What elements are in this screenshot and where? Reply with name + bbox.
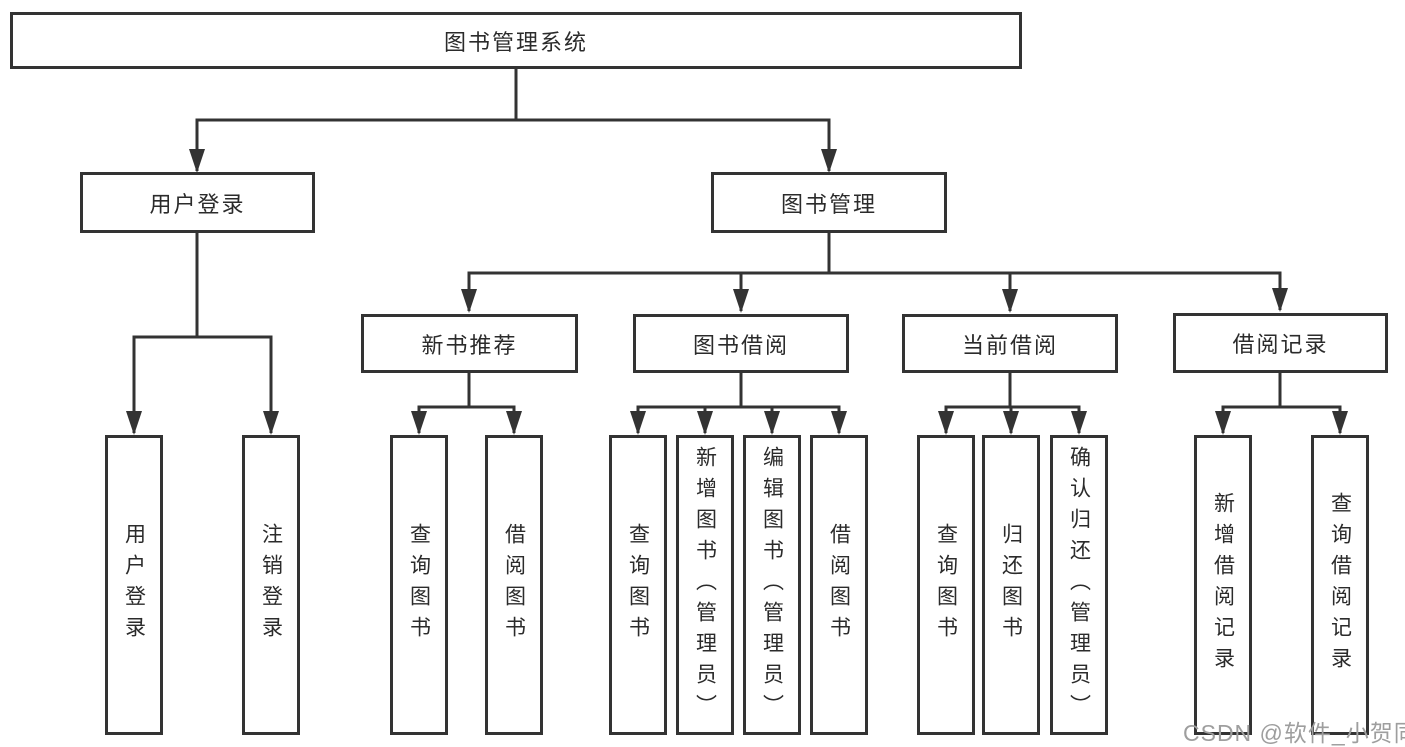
node-label: 当前借阅 — [961, 332, 1058, 358]
node-book-borrowing: 图书借阅 — [633, 314, 849, 373]
node-library-management-system: 图书管理系统 — [10, 12, 1022, 69]
node-label: 借阅图书 — [502, 523, 526, 647]
node-label: 用户登录 — [149, 191, 246, 217]
node-label: 新增借阅记录 — [1211, 492, 1235, 678]
node-user-login-branch: 用户登录 — [80, 172, 315, 233]
node-current-borrowing: 当前借阅 — [902, 314, 1118, 373]
node-label: 新书推荐 — [421, 332, 518, 358]
node-label: 查询图书 — [934, 523, 958, 647]
node-label: 查询借阅记录 — [1328, 492, 1352, 678]
node-label: 归还图书 — [999, 523, 1023, 647]
node-label: 图书管理系统 — [443, 29, 588, 55]
node-label: 新增图书（管理员） — [693, 445, 717, 725]
node-label: 编辑图书（管理员） — [760, 445, 784, 725]
leaf-confirm-return-admin: 确认归还（管理员） — [1050, 435, 1108, 735]
leaf-borrow-books-recommend: 借阅图书 — [485, 435, 543, 735]
node-new-book-recommendation: 新书推荐 — [361, 314, 578, 373]
leaf-add-books-admin: 新增图书（管理员） — [676, 435, 734, 735]
node-label: 查询图书 — [626, 523, 650, 647]
node-label: 图书管理 — [780, 191, 877, 217]
node-label: 确认归还（管理员） — [1067, 445, 1091, 725]
leaf-user-login: 用户登录 — [105, 435, 163, 735]
leaf-query-books-current: 查询图书 — [917, 435, 975, 735]
leaf-logout: 注销登录 — [242, 435, 300, 735]
leaf-add-borrow-record: 新增借阅记录 — [1194, 435, 1252, 735]
node-label: 查询图书 — [407, 523, 431, 647]
leaf-query-books-borrowing: 查询图书 — [609, 435, 667, 735]
node-label: 用户登录 — [122, 523, 146, 647]
leaf-query-books-recommend: 查询图书 — [390, 435, 448, 735]
leaf-edit-books-admin: 编辑图书（管理员） — [743, 435, 801, 735]
leaf-query-borrow-record: 查询借阅记录 — [1311, 435, 1369, 735]
leaf-return-books: 归还图书 — [982, 435, 1040, 735]
csdn-watermark: CSDN @软件_小贺同学 — [1183, 720, 1405, 746]
node-label: 借阅图书 — [827, 523, 851, 647]
leaf-borrow-books: 借阅图书 — [810, 435, 868, 735]
node-borrowing-records: 借阅记录 — [1173, 313, 1388, 373]
node-label: 借阅记录 — [1232, 332, 1329, 357]
node-label: 注销登录 — [259, 523, 283, 647]
node-book-management-branch: 图书管理 — [711, 172, 947, 233]
node-label: 图书借阅 — [692, 332, 789, 358]
